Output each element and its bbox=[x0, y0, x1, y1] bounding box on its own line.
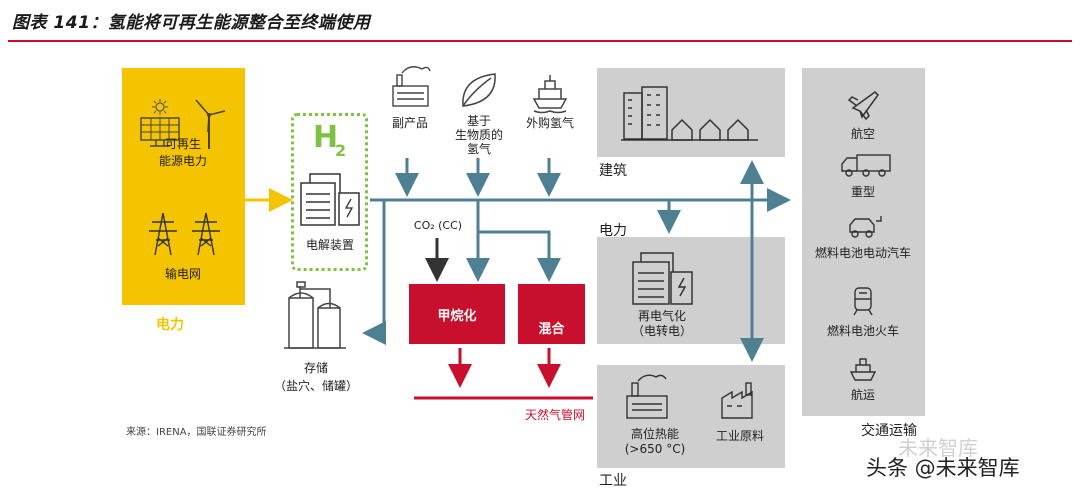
fuel-cell-car-icon bbox=[849, 216, 882, 238]
gas-grid-label: 天然气管网 bbox=[524, 408, 586, 422]
feedstock-label: 工业原料 bbox=[715, 429, 765, 443]
transport-label: 交通运输 bbox=[861, 423, 917, 439]
heavy-duty-label: 重型 bbox=[850, 185, 876, 199]
biomass-label: 基于 生物质的 氢气 bbox=[454, 114, 504, 156]
high-temp-heat-label: 高位热能 (>650 °C) bbox=[624, 427, 686, 456]
industrial-furnace-icon bbox=[626, 374, 668, 419]
page-title: 图表 141：氢能将可再生能源整合至终端使用 bbox=[12, 13, 371, 33]
renewable-power-panel bbox=[122, 68, 245, 305]
source-note: 来源：IRENA，国联证券研究所 bbox=[126, 427, 267, 438]
header-divider bbox=[8, 40, 1072, 42]
re-electrification-label: 再电气化 （电转电） bbox=[631, 309, 693, 338]
pylon-icon bbox=[149, 212, 220, 256]
solar-panel-icon bbox=[140, 117, 180, 147]
transport-panel bbox=[802, 68, 925, 416]
flow-arrows bbox=[245, 158, 791, 400]
methanation-box: 甲烷化 bbox=[409, 284, 505, 344]
blending-label: 混合 bbox=[538, 321, 565, 337]
fcev-label: 燃料电池电动汽车 bbox=[814, 246, 912, 260]
buildings-panel bbox=[597, 68, 785, 157]
power-label: 电力 bbox=[599, 223, 627, 239]
industry-panel bbox=[597, 365, 785, 468]
industry-label: 工业 bbox=[599, 473, 627, 489]
factory-feedstock-icon bbox=[721, 382, 753, 419]
ship-icon bbox=[532, 75, 568, 114]
fuel-cell-train-label: 燃料电池火车 bbox=[826, 324, 900, 338]
wind-turbine-icon bbox=[195, 99, 226, 149]
electrolyzer-label: 电解装置 bbox=[305, 238, 355, 252]
power-generation-icon bbox=[632, 252, 693, 305]
imported-hydrogen-label: 外购氢气 bbox=[525, 116, 575, 130]
storage-label: 存储 bbox=[303, 361, 329, 375]
h2-subscript: 2 bbox=[335, 141, 347, 160]
buildings-label: 建筑 bbox=[599, 163, 627, 179]
factory-icon bbox=[392, 66, 431, 107]
storage-tank-icon bbox=[284, 281, 346, 349]
leaf-icon bbox=[462, 73, 496, 107]
storage-detail: （盐穴、储罐） bbox=[273, 379, 359, 393]
airplane-icon bbox=[847, 91, 879, 121]
power-section-label: 电力 bbox=[156, 317, 184, 333]
co2-label: CO₂ (CC) bbox=[413, 219, 463, 232]
renewable-label: 可再生 能源电力 bbox=[158, 137, 208, 168]
blending-box: 混合 bbox=[518, 284, 585, 344]
aviation-label: 航空 bbox=[850, 127, 876, 141]
shipping-label: 航运 bbox=[850, 388, 876, 402]
methanation-label: 甲烷化 bbox=[437, 308, 477, 324]
watermark: 头条 @未来智库 bbox=[866, 456, 1020, 480]
watermark-faint: 未来智库 bbox=[898, 436, 978, 460]
grid-label: 输电网 bbox=[164, 267, 202, 281]
train-icon bbox=[853, 287, 873, 316]
cargo-ship-icon bbox=[849, 358, 877, 381]
truck-icon bbox=[841, 154, 891, 177]
sun-icon bbox=[152, 99, 168, 115]
byproduct-label: 副产品 bbox=[391, 116, 429, 130]
h2-symbol: H bbox=[313, 120, 339, 155]
electrolyzer-icon bbox=[300, 173, 360, 226]
power-panel bbox=[597, 237, 785, 344]
city-buildings-icon bbox=[621, 86, 758, 141]
